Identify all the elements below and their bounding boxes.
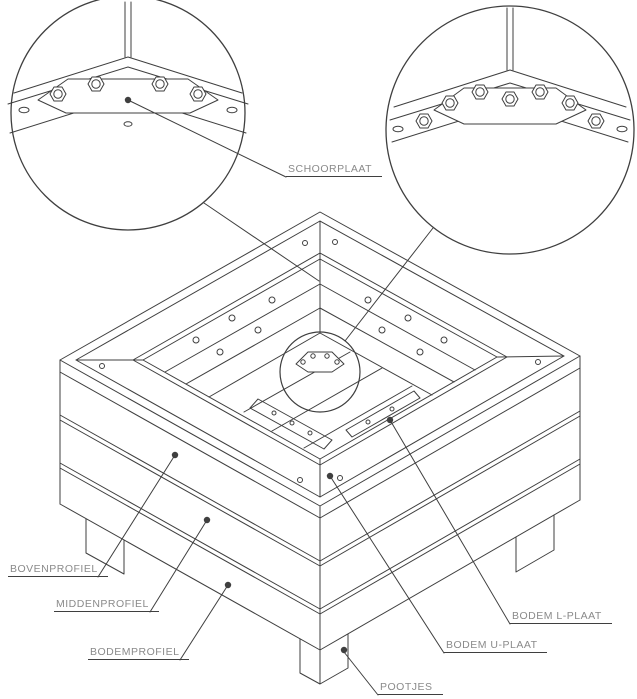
leader-middenprofiel (149, 519, 208, 613)
hex-bolt-icon (471, 84, 489, 100)
leader-lines (97, 99, 511, 696)
leader-bodemprofiel (179, 584, 229, 661)
hex-bolt-icon (531, 84, 549, 100)
schoorplaat-plate (37, 78, 219, 114)
leader-schoorplaat (127, 99, 287, 178)
foot-right (515, 514, 555, 573)
leader-right-circle-to-interior (344, 227, 434, 342)
label-middenprofiel: MIDDENPROFIEL (54, 598, 159, 612)
corner-seam (124, 1, 132, 58)
hex-bolt-icon (87, 76, 105, 92)
leader-bodem-u-plaat (329, 475, 445, 654)
label-bodem-u-plaat: BODEM U-PLAAT (444, 639, 548, 653)
top-rim (59, 211, 581, 507)
inner-wall-bolts (192, 296, 448, 356)
callout-dots (124, 96, 394, 654)
hex-bolt-icon (49, 86, 67, 102)
leader-bodem-l-plaat (389, 419, 511, 625)
hex-bolt-icon (151, 76, 169, 92)
label-bodem-l-plaat: BODEM L-PLAAT (510, 610, 612, 624)
dot-bodemprofiel (224, 581, 232, 589)
dot-bodem-u-plaat (326, 472, 334, 480)
hex-bolt-icon (587, 113, 605, 129)
hex-bolt-icon (561, 95, 579, 111)
label-pootjes: POOTJES (378, 681, 443, 695)
dot-pootjes (340, 646, 348, 654)
bodem-l-plaat-part (345, 390, 421, 438)
foot-front (299, 633, 349, 685)
label-schoorplaat: SCHOORPLAAT (286, 163, 383, 177)
planter-box (59, 211, 581, 685)
leader-bovenprofiel (97, 454, 176, 578)
dot-middenprofiel (203, 516, 211, 524)
label-bovenprofiel: BOVENPROFIEL (8, 563, 108, 577)
right-detail-circle (385, 5, 635, 255)
leader-left-circle-to-box (203, 202, 320, 282)
hex-bolt-icon (189, 86, 207, 102)
rim-screws (99, 239, 541, 483)
dot-schoorplaat (124, 96, 132, 104)
label-bodemprofiel: BODEMPROFIEL (88, 646, 190, 660)
hex-bolt-icon (415, 113, 433, 129)
hex-bolt-icon (501, 91, 519, 107)
interior-corner-callout-circle (279, 331, 361, 413)
left-detail-circle (7, 0, 249, 231)
foot-left (85, 518, 125, 575)
outer-walls (59, 355, 581, 651)
inner-walls (164, 258, 476, 398)
bodem-u-plaat-part (249, 398, 333, 450)
hex-bolt-icon (441, 95, 459, 111)
dot-bodem-l-plaat (386, 416, 394, 424)
dot-bovenprofiel (171, 451, 179, 459)
corner-seam (506, 7, 514, 71)
leader-pootjes (343, 651, 379, 696)
